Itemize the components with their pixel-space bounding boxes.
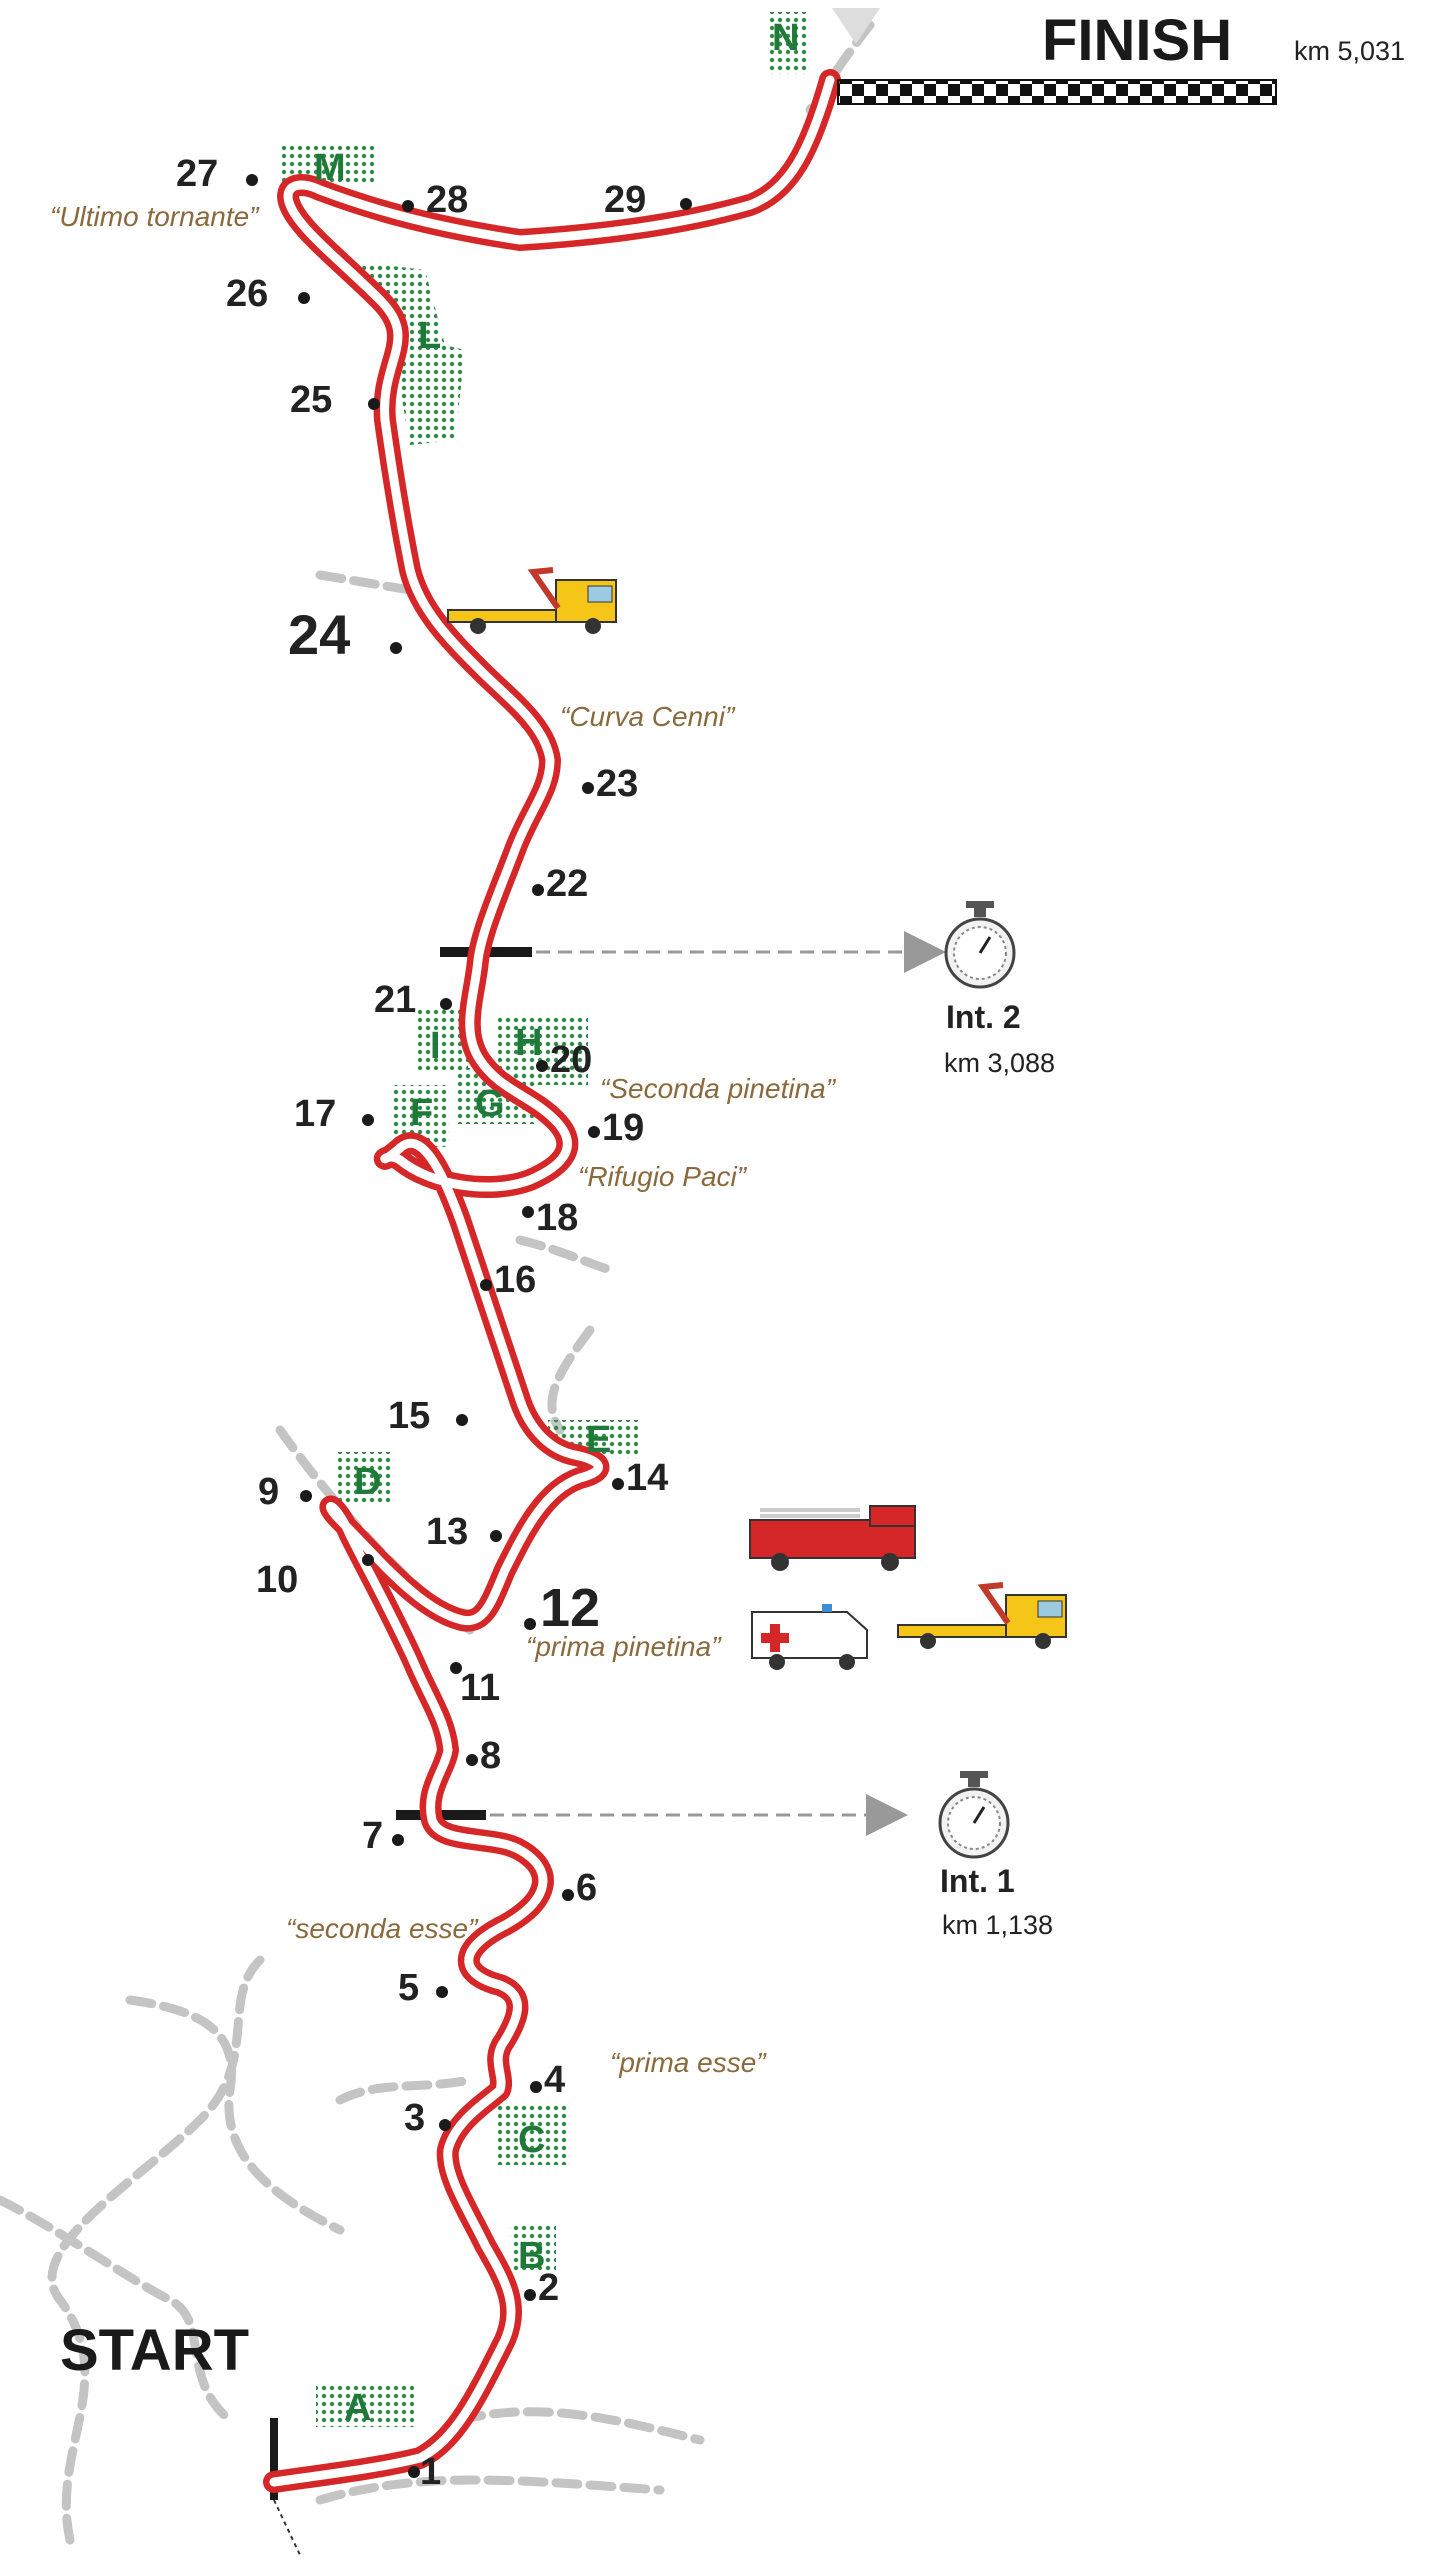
turn-seconda-pinetina: “Seconda pinetina” [600,1073,837,1104]
marker-19: 19 [602,1107,644,1149]
zone-m: M [314,147,346,189]
north-arrow-icon [832,8,880,44]
marker-12: 12 [540,1578,600,1638]
marker-13: 13 [426,1511,468,1553]
marker-17: 17 [294,1093,336,1135]
marker-22: 22 [546,863,588,905]
zone-b: B [518,2235,545,2277]
marker-29: 29 [604,179,646,221]
marker-4: 4 [544,2059,565,2101]
stopwatch-icon [944,901,1016,989]
turn-ultimo-tornante: “Ultimo tornante” [50,201,260,232]
marker-24: 24 [288,603,350,666]
zone-h: H [515,1022,542,1064]
km-marker-numbers: 1 2 3 4 5 6 7 8 9 10 11 12 13 14 15 16 1… [176,153,668,2493]
fire-truck-icon [749,1505,916,1571]
start-dotted-line [273,2499,301,2556]
tow-truck-icon [897,1582,1067,1649]
checkered-flag-icon [837,79,1277,105]
turn-prima-esse: “prima esse” [610,2047,767,2078]
marker-16: 16 [494,1259,536,1301]
intermediate-2-label: Int. 2 [946,999,1021,1035]
marker-3: 3 [404,2097,425,2139]
zone-g: G [475,1083,505,1125]
marker-9: 9 [258,1471,279,1513]
zone-e: E [586,1419,611,1461]
marker-23: 23 [596,763,638,805]
marker-27: 27 [176,153,218,195]
marker-1: 1 [420,2451,441,2493]
intermediate-1-distance: km 1,138 [942,1910,1053,1940]
marker-7: 7 [362,1815,383,1857]
zone-d: D [354,1461,381,1503]
marker-5: 5 [398,1967,419,2009]
marker-26: 26 [226,273,268,315]
marker-25: 25 [290,379,332,421]
marker-14: 14 [626,1457,668,1499]
zone-f: F [410,1092,433,1134]
zone-letters: A B C D E F G H I L M N [314,17,799,2429]
marker-28: 28 [426,179,468,221]
turn-names: “Ultimo tornante” “Curva Cenni” “Seconda… [50,201,837,2078]
finish-label: FINISH [1042,8,1232,73]
intermediate-2-distance: km 3,088 [944,1048,1055,1078]
stopwatch-icon [938,1771,1010,1859]
zone-i: I [430,1025,441,1067]
turn-curva-cenni: “Curva Cenni” [560,701,736,732]
zone-a: A [344,2387,371,2429]
race-track [263,69,841,2493]
marker-21: 21 [374,979,416,1021]
marker-18: 18 [536,1197,578,1239]
ambulance-icon [751,1604,868,1670]
zone-n: N [772,17,799,59]
marker-11: 11 [460,1667,500,1709]
start-label: START [60,2318,249,2383]
zone-l: L [418,315,441,357]
marker-8: 8 [480,1735,501,1777]
marker-15: 15 [388,1395,430,1437]
marker-6: 6 [576,1867,597,1909]
turn-prima-pinetina: “prima pinetina” [526,1631,722,1662]
marker-20: 20 [550,1039,592,1081]
finish-distance: km 5,031 [1294,36,1405,66]
tow-truck-icon [447,567,617,634]
marker-10: 10 [256,1559,298,1601]
turn-rifugio-paci: “Rifugio Paci” [578,1161,748,1192]
turn-seconda-esse: “seconda esse” [286,1913,479,1944]
intermediate-1-label: Int. 1 [940,1863,1015,1899]
zone-c: C [518,2119,545,2161]
marker-2: 2 [538,2267,559,2309]
km-marker-dots [246,174,692,2478]
